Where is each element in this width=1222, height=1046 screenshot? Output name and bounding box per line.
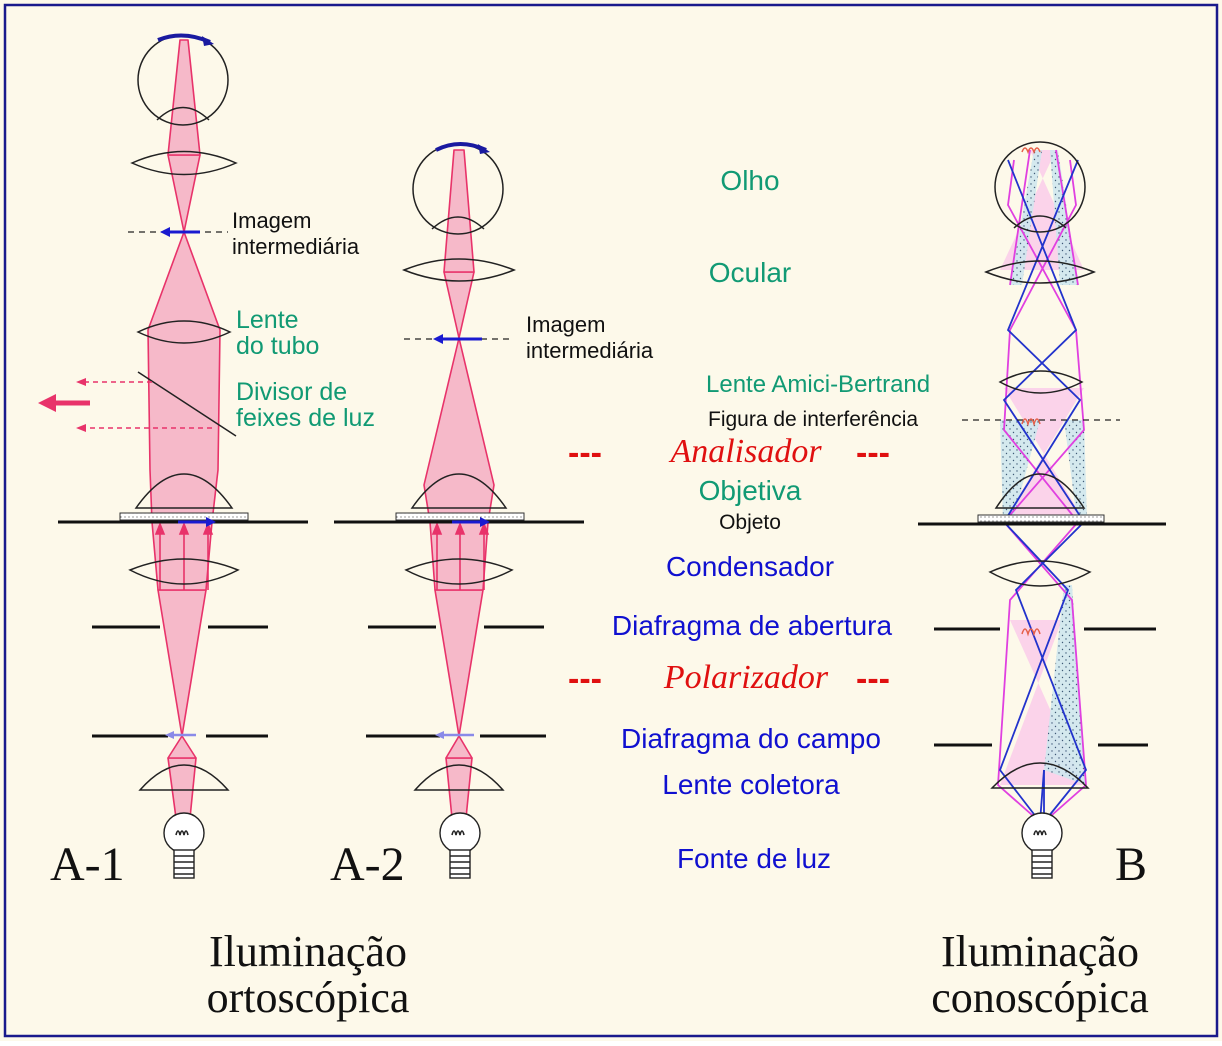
a1-object-arrowhead — [206, 517, 216, 527]
b-magenta-rays — [997, 149, 1087, 823]
a1-ocular-lens — [130, 150, 238, 176]
label-lente-coletora: Lente coletora — [662, 769, 840, 800]
a1-lente-label: Lente — [236, 306, 299, 334]
a1-collector-lens — [138, 764, 230, 791]
a2-condenser-lens — [404, 558, 514, 585]
label-fonte-luz: Fonte de luz — [677, 843, 831, 874]
a2-imagem-label: Imagem — [526, 312, 605, 337]
a1-illumination-rays — [154, 521, 214, 590]
frame — [3, 3, 1219, 1038]
a1-output-arrowhead — [38, 394, 56, 412]
captions: Iluminação ortoscópica Iluminação conosc… — [207, 927, 1149, 1022]
label-objeto: Objeto — [719, 511, 781, 534]
b-eye-interference-coil — [1021, 147, 1041, 155]
label-diafragma-campo: Diafragma do campo — [621, 723, 881, 754]
b-aperture-coil — [1021, 628, 1041, 637]
a1-imagem-label: Imagem — [232, 208, 311, 233]
column-a1: A-1 Imagem intermediária Lente do tubo D… — [38, 33, 375, 891]
b-collector-lens — [990, 762, 1090, 789]
a2-ocular-lens — [401, 258, 517, 282]
a2-collector-lens — [413, 764, 505, 791]
a2-specimen-slide — [395, 512, 525, 521]
center-labels: Olho Ocular --- Analisador --- Objetiva … — [568, 165, 893, 874]
a2-eye-arrowhead — [478, 144, 490, 154]
a1-condenser-lens — [128, 558, 240, 585]
polarizador-dash-left: --- — [568, 660, 602, 698]
a2-object-arrowhead — [480, 517, 490, 527]
a1-intermediaria-label: intermediária — [232, 234, 360, 259]
b-interference-figure — [1021, 418, 1041, 427]
a2-objective-lens — [410, 473, 508, 509]
b-ocular-lens — [984, 260, 1096, 284]
analisador-dash-left: --- — [568, 434, 602, 472]
a2-light-beam — [423, 149, 495, 819]
a2-intermediaria-label: intermediária — [526, 338, 654, 363]
a1-title: A-1 — [50, 838, 125, 891]
label-analisador: Analisador — [668, 433, 822, 470]
a1-feixes-label: feixes de luz — [236, 404, 375, 432]
a1-split-arrowhead-upper — [76, 378, 86, 386]
caption-cono-line1: Iluminação — [941, 927, 1139, 976]
a1-eye-arrowhead — [202, 36, 214, 46]
column-a2: A-2 Imagem intermediária — [330, 142, 654, 891]
a2-illumination-rays — [431, 521, 490, 590]
polarizador-dash-right: --- — [856, 660, 890, 698]
a1-beam-splitter — [137, 371, 237, 437]
a1-field-arrowhead — [165, 731, 174, 739]
label-polarizador: Polarizador — [663, 659, 829, 696]
a1-light-beam — [147, 39, 221, 819]
a1-do-tubo-label: do tubo — [236, 332, 319, 360]
a1-image-arrowhead — [160, 227, 170, 237]
caption-cono-line2: conoscópica — [931, 973, 1148, 1022]
a1-objective-lens — [134, 473, 234, 509]
label-diafragma-abertura: Diafragma de abertura — [612, 610, 893, 641]
a1-divisor-label: Divisor de — [236, 378, 347, 406]
column-b: B Lente Amici-Bertrand Figura de interfe… — [706, 141, 1166, 891]
caption-orto-line1: Iluminação — [209, 927, 407, 976]
b-title: B — [1115, 838, 1147, 891]
label-condensador: Condensador — [666, 551, 834, 582]
b-specimen-slide — [977, 514, 1105, 523]
b-objective-lens — [994, 473, 1086, 509]
a2-title: A-2 — [330, 838, 405, 891]
label-objetiva: Objetiva — [699, 475, 802, 506]
b-figura-label: Figura de interferência — [708, 408, 918, 431]
a2-field-arrowhead — [435, 731, 444, 739]
a1-specimen-slide — [119, 512, 249, 521]
b-amici-bertrand-lens — [998, 370, 1084, 394]
b-condenser-lens — [988, 560, 1092, 587]
analisador-dash-right: --- — [856, 434, 890, 472]
a1-lamp — [163, 812, 205, 879]
a1-tube-lens — [136, 320, 232, 344]
label-ocular: Ocular — [709, 257, 791, 288]
b-lamp — [1021, 812, 1063, 879]
b-amici-label: Lente Amici-Bertrand — [706, 371, 930, 398]
a1-split-arrowhead-lower — [76, 424, 86, 432]
a2-image-arrowhead — [433, 334, 443, 344]
caption-orto-line2: ortoscópica — [207, 973, 410, 1022]
label-olho: Olho — [720, 165, 779, 196]
b-eye — [994, 141, 1086, 233]
a2-lamp — [439, 812, 481, 879]
